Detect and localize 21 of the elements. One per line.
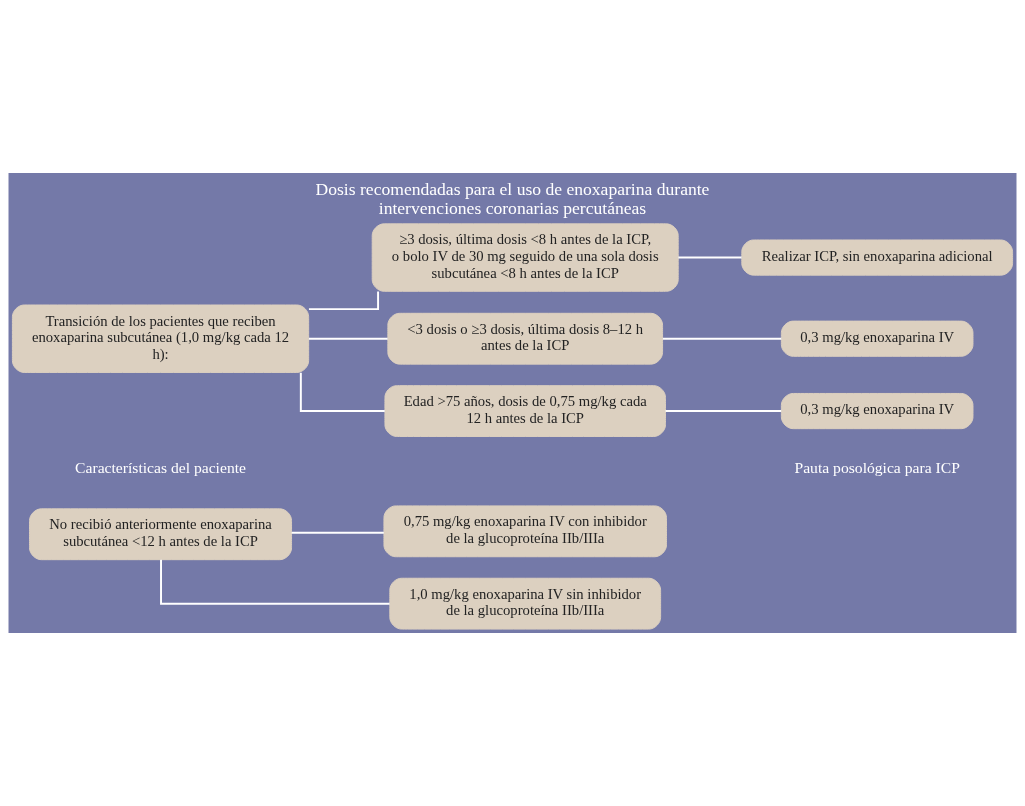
label: Características del paciente [75, 459, 246, 477]
node-box: No recibió anteriormente enoxaparina subcutánea <12 h antes de la ICP [29, 508, 293, 561]
node-box: <3 dosis o ≥3 dosis, última dosis 8–12 h antes de la ICP [387, 312, 664, 365]
connector [307, 290, 380, 311]
connector [677, 256, 743, 259]
connector [299, 371, 386, 413]
node-box: Realizar ICP, sin enoxaparina adicional [741, 239, 1014, 276]
node-box: Transición de los pacientes que reciben enoxaparina subcutánea (1,0 mg/kg cada 12 h): [11, 304, 310, 373]
connector [664, 410, 783, 413]
node-box: ≥3 dosis, última dosis <8 h antes de la ICP, o bolo IV de 30 mg seguido de una sola dosis subcutánea <8 h antes de la ICP [371, 223, 679, 292]
node-box: 0,3 mg/kg enoxaparina IV [780, 320, 974, 357]
connector [307, 337, 389, 340]
connector [160, 558, 391, 605]
diagram-title: Dosis recomendadas para el uso de enoxaparina durante intervenciones coronarias percutáneas [315, 178, 710, 219]
label: Pauta posológica para ICP [794, 459, 960, 477]
node-box: 0,75 mg/kg enoxaparina IV con inhibidor de la glucoproteína IIb/IIIa [383, 505, 667, 558]
node-box: 1,0 mg/kg enoxaparina IV sin inhibidor de la glucoproteína IIb/IIIa [389, 577, 662, 630]
node-box: Edad >75 años, dosis de 0,75 mg/kg cada 12 h antes de la ICP [384, 385, 666, 437]
connector [290, 531, 385, 534]
node-box: 0,3 mg/kg enoxaparina IV [780, 393, 974, 430]
connector [661, 337, 783, 340]
